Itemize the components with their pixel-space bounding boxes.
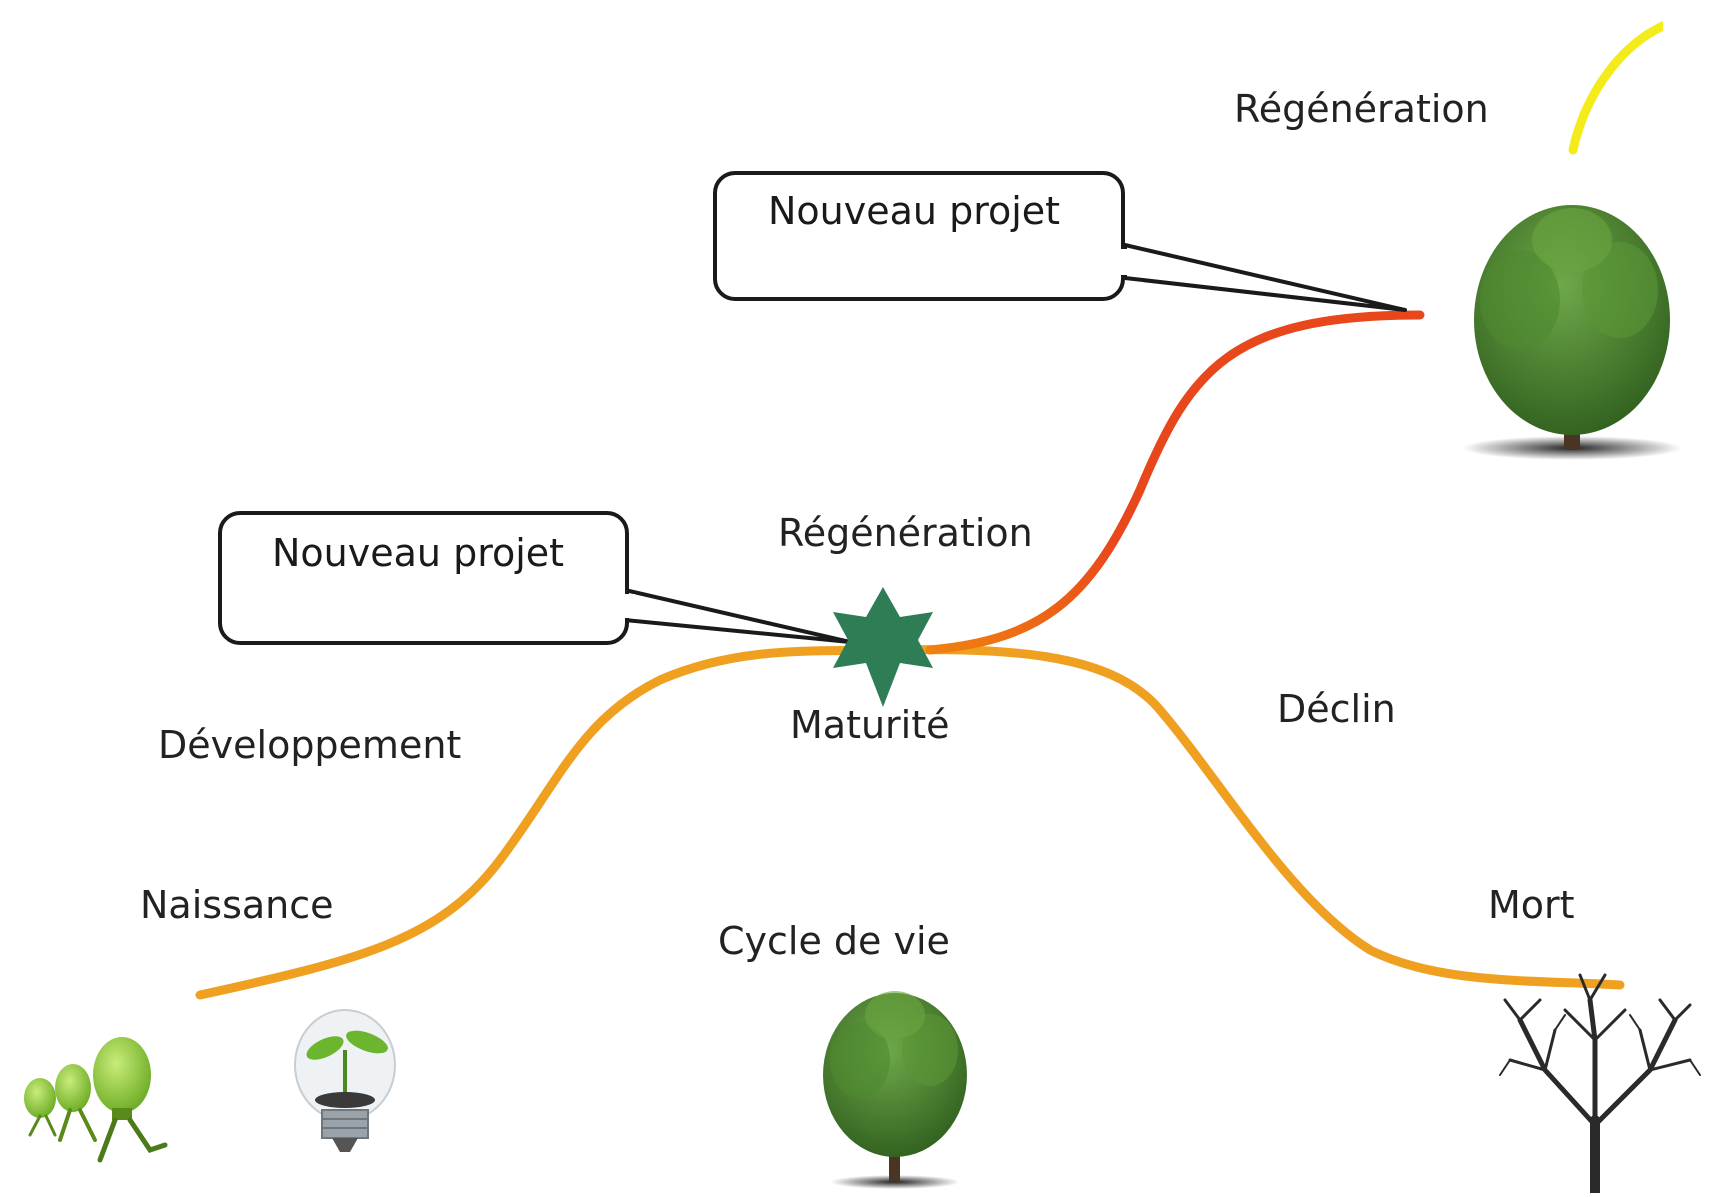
- young-tree-icon: [823, 991, 967, 1189]
- callout-top: [713, 171, 1407, 312]
- mature-tree-icon: [1462, 205, 1682, 460]
- callout-mid-text: Nouveau projet: [272, 531, 565, 575]
- right-margin: [1663, 0, 1710, 160]
- label-naissance: Naissance: [140, 883, 334, 927]
- callout-top-text: Nouveau projet: [768, 189, 1061, 233]
- star-icon: [833, 587, 933, 707]
- seedling-bulb-icon: [294, 1009, 396, 1152]
- bare-tree-icon: [1499, 973, 1701, 1197]
- running-bulbs-icon: [24, 1037, 168, 1163]
- label-cycle: Cycle de vie: [718, 919, 950, 963]
- label-developpement: Développement: [158, 723, 462, 767]
- label-declin: Déclin: [1277, 687, 1396, 731]
- label-regeneration-mid: Régénération: [778, 511, 1033, 555]
- top-yellow-arc: [1568, 20, 1670, 155]
- label-maturite: Maturité: [790, 703, 950, 747]
- callout-mid: [218, 511, 852, 645]
- regeneration-curve: [925, 310, 1425, 655]
- label-regeneration-top: Régénération: [1234, 87, 1489, 131]
- label-mort: Mort: [1488, 883, 1575, 927]
